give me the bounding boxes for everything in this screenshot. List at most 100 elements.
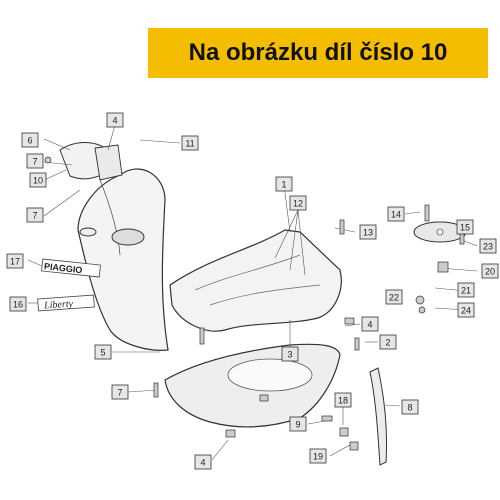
callout-number: 19 — [313, 452, 323, 462]
model-badge-text: Liberty — [43, 298, 74, 311]
callout-11: 11 — [181, 135, 199, 151]
part-number-banner: Na obrázku díl číslo 10 — [148, 28, 488, 78]
leg-shield-inner-edge — [99, 179, 121, 256]
callout-number: 21 — [461, 286, 471, 296]
small-cover-hole — [436, 228, 444, 236]
callout-box — [29, 172, 47, 188]
callout-9: 9 — [289, 416, 307, 432]
callout-number: 17 — [10, 257, 20, 267]
callout-box — [289, 195, 307, 211]
callout-3: 3 — [281, 346, 299, 362]
callout-6: 6 — [21, 132, 39, 148]
callout-2: 2 — [379, 334, 397, 350]
side-strip-part — [369, 367, 388, 466]
callout-7: 7 — [26, 207, 44, 223]
callout-number: 7 — [117, 388, 122, 398]
callout-number: 4 — [367, 320, 372, 330]
callout-15: 15 — [456, 219, 474, 235]
callout-box — [194, 454, 212, 470]
brand-badge-text: PIAGGIO — [44, 261, 83, 275]
callout-13: 13 — [359, 224, 377, 240]
callout-20: 20 — [481, 263, 499, 279]
callout-number: 5 — [100, 348, 105, 358]
fasteners — [26, 133, 465, 451]
footboard-ribs — [194, 254, 321, 306]
brand-badge-outline — [41, 258, 101, 278]
callout-box — [334, 392, 352, 408]
callout-10: 10 — [29, 172, 47, 188]
callout-17: 17 — [6, 253, 24, 269]
callout-19: 19 — [309, 448, 327, 464]
callout-number: 16 — [13, 300, 23, 310]
callout-number: 1 — [281, 180, 286, 190]
callout-14: 14 — [387, 206, 405, 222]
callout-16: 16 — [9, 296, 27, 312]
callout-5: 5 — [94, 344, 112, 360]
callout-box — [309, 448, 327, 464]
callout-number: 7 — [32, 157, 37, 167]
callout-box — [387, 206, 405, 222]
callout-number: 18 — [338, 396, 348, 406]
callout-box — [481, 263, 499, 279]
callout-box — [275, 176, 293, 192]
callout-number: 11 — [185, 139, 194, 149]
callout-21: 21 — [457, 282, 475, 298]
callout-number: 3 — [287, 350, 292, 360]
floor-opening — [227, 358, 313, 392]
callout-18: 18 — [334, 392, 352, 408]
callout-8: 8 — [401, 399, 419, 415]
callout-box — [361, 316, 379, 332]
callout-number: 2 — [385, 338, 390, 348]
banner-text: Na obrázku díl číslo 10 — [188, 39, 448, 66]
callout-box — [106, 112, 124, 128]
callout-number: 20 — [485, 267, 495, 277]
callout-box — [9, 296, 27, 312]
callout-12: 12 — [289, 195, 307, 211]
callout-number: 15 — [460, 223, 470, 233]
callout-7: 7 — [111, 384, 129, 400]
callout-number: 22 — [389, 293, 399, 303]
callout-4: 4 — [361, 316, 379, 332]
callout-box — [181, 135, 199, 151]
model-badge-outline — [37, 294, 95, 312]
callout-box — [379, 334, 397, 350]
callout-box — [26, 207, 44, 223]
callout-box — [111, 384, 129, 400]
callout-box — [479, 238, 497, 254]
callout-number: 13 — [363, 228, 373, 238]
callout-number: 6 — [27, 136, 32, 146]
callout-box — [94, 344, 112, 360]
callout-23: 23 — [479, 238, 497, 254]
callout-box — [456, 219, 474, 235]
callout-number: 10 — [33, 176, 43, 186]
callout-number: 8 — [407, 403, 412, 413]
callout-box — [457, 302, 475, 318]
callout-number: 14 — [391, 210, 401, 220]
callout-box — [359, 224, 377, 240]
callout-1: 1 — [275, 176, 293, 192]
vent-oval-part — [79, 227, 97, 237]
emblem-oval-part — [111, 228, 145, 246]
callout-4: 4 — [194, 454, 212, 470]
callout-number: 7 — [32, 211, 37, 221]
callout-box — [457, 282, 475, 298]
callout-number: 9 — [295, 420, 300, 430]
callout-box — [21, 132, 39, 148]
callout-number: 12 — [293, 199, 303, 209]
leg-shield-part — [77, 168, 169, 351]
callout-number: 4 — [200, 458, 205, 468]
callout-box — [281, 346, 299, 362]
callout-4: 4 — [106, 112, 124, 128]
callout-box — [26, 153, 44, 169]
callout-box — [401, 399, 419, 415]
callout-7: 7 — [26, 153, 44, 169]
callout-box — [6, 253, 24, 269]
callout-box — [289, 416, 307, 432]
callout-number: 23 — [483, 242, 493, 252]
callout-number: 4 — [112, 116, 117, 126]
callout-22: 22 — [385, 289, 403, 305]
callout-box — [385, 289, 403, 305]
